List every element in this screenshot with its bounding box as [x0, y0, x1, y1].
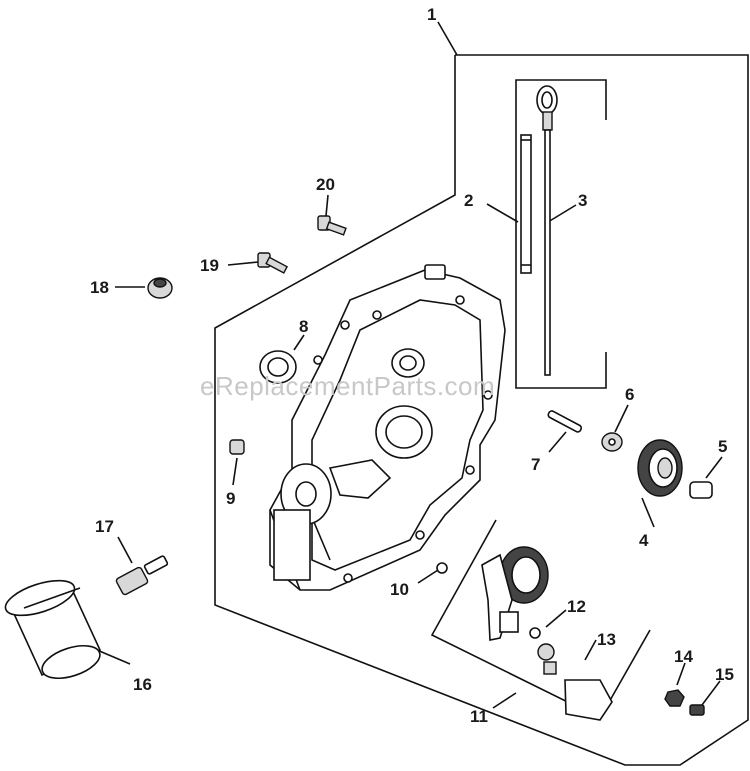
callout-19: 19 — [200, 256, 219, 275]
callout-20: 20 — [316, 175, 335, 194]
callout-18: 18 — [90, 278, 109, 297]
callout-4: 4 — [639, 531, 649, 550]
oil-seal — [259, 350, 297, 384]
leader-lines — [96, 21, 723, 709]
callout-7: 7 — [531, 455, 540, 474]
callout-17: 17 — [95, 517, 114, 536]
screw-15 — [689, 704, 705, 716]
callout-8: 8 — [299, 317, 308, 336]
watermark-text: eReplacementParts.com — [200, 371, 495, 401]
callout-16: 16 — [133, 675, 152, 694]
dipstick — [536, 85, 558, 376]
callout-14: 14 — [674, 647, 693, 666]
callout-5: 5 — [718, 437, 727, 456]
oil-pickup — [537, 643, 613, 721]
governor-gear — [637, 439, 683, 497]
callout-labels: 1 2 3 4 5 6 7 8 9 10 11 12 13 14 15 16 1… — [90, 5, 734, 726]
callout-15: 15 — [715, 665, 734, 684]
oil-pump-group-frame — [430, 519, 651, 720]
gear-cover-housing — [269, 264, 506, 591]
callout-1: 1 — [427, 5, 436, 24]
callout-11: 11 — [470, 707, 488, 726]
dipstick-tube — [520, 134, 532, 274]
bolt-20 — [317, 215, 347, 236]
oil-pump-assembly — [481, 546, 549, 641]
washer — [601, 432, 623, 452]
callout-10: 10 — [390, 580, 409, 599]
callout-6: 6 — [625, 385, 634, 404]
o-ring-10 — [436, 562, 448, 574]
callout-3: 3 — [578, 191, 587, 210]
dipstick-group-frame — [515, 79, 607, 389]
assembly-outline — [214, 54, 749, 766]
callout-12: 12 — [567, 597, 586, 616]
callout-2: 2 — [464, 191, 473, 210]
dowel-pin — [229, 439, 245, 455]
pin-5 — [689, 481, 713, 499]
shaft — [547, 410, 583, 433]
o-ring-12 — [529, 627, 541, 639]
callout-9: 9 — [226, 489, 235, 508]
nut-14 — [664, 689, 685, 707]
filter-nipple — [115, 555, 169, 596]
bolt-19 — [257, 252, 289, 274]
callout-13: 13 — [597, 630, 616, 649]
breather-plug — [147, 277, 173, 299]
oil-filter — [4, 579, 102, 680]
